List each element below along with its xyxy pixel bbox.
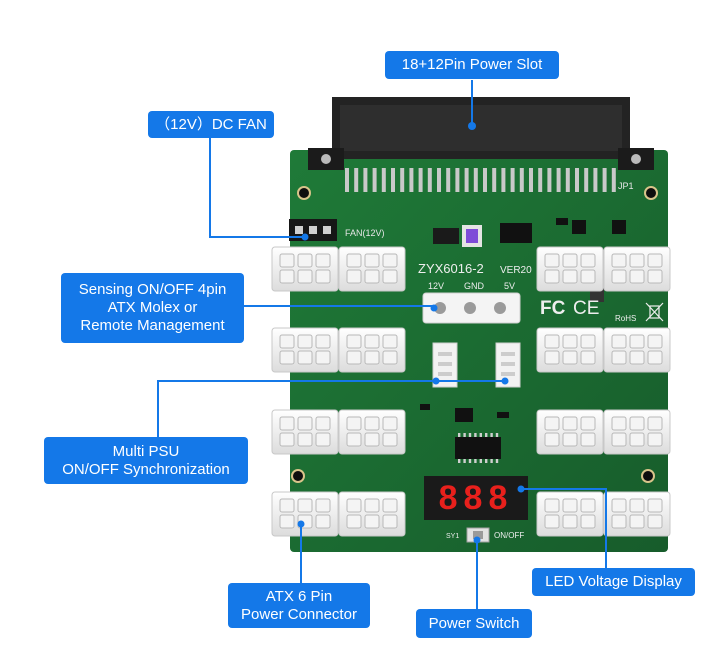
six-pin-connector (271, 246, 339, 292)
atx-6pin-callout-line-2: Power Connector (241, 605, 357, 623)
six-pin-connector (603, 246, 671, 292)
model-label: ZYX6016-2 (418, 261, 484, 276)
led-voltage-display: 888 (424, 476, 528, 520)
six-pin-connector (271, 327, 339, 373)
six-pin-connector (271, 491, 339, 537)
dc-fan-callout-text: （12V）DC FAN (155, 115, 267, 133)
six-pin-connector (536, 327, 604, 373)
sensing-callout-line-2: ATX Molex or (107, 299, 198, 316)
six-pin-connector (536, 246, 604, 292)
leader-dots (297, 122, 525, 544)
version-label: VER20 (500, 265, 532, 276)
six-pin-connector (536, 491, 604, 537)
six-pin-connector (338, 491, 406, 537)
switch-label: ON/OFF (494, 531, 524, 540)
six-pin-connector (338, 409, 406, 455)
mounting-holes (291, 186, 658, 483)
six-pin-connector (338, 327, 406, 373)
multi-psu-callout-line-1: Multi PSU (112, 442, 180, 460)
rohs-mark: RoHS (615, 314, 636, 323)
six-pin-connector (603, 327, 671, 373)
six-pin-connector (271, 409, 339, 455)
atx-6pin-callout: ATX 6 Pin Power Connector (228, 583, 370, 628)
atx-6pin-connectors (271, 246, 671, 537)
multi-psu-callout-line-2: ON/OFF Synchronization (62, 460, 230, 478)
six-pin-connector (603, 491, 671, 537)
power-switch-callout: Power Switch (416, 609, 532, 638)
display-digits: 888 (439, 479, 514, 517)
dc-fan-callout: （12V）DC FAN (148, 111, 274, 138)
molex-label-gnd: GND (464, 281, 485, 291)
six-pin-connector (603, 409, 671, 455)
six-pin-connector (338, 246, 406, 292)
molex-label-5v: 5V (504, 281, 515, 291)
power-slot-connector (308, 97, 654, 192)
multi-psu-callout: Multi PSU ON/OFF Synchronization (44, 437, 248, 484)
jp1-label: JP1 (618, 181, 634, 191)
sensing-callout-line-3: Remote Management (80, 317, 225, 334)
fan-header (289, 219, 337, 241)
power-slot-callout-text: 18+12Pin Power Slot (401, 56, 543, 73)
ce-mark: CE (573, 298, 599, 319)
power-slot-callout: 18+12Pin Power Slot (385, 51, 559, 79)
fan-label: FAN(12V) (345, 228, 385, 238)
sensing-callout-line-1: Sensing ON/OFF 4pin (78, 281, 227, 298)
fc-mark: FC (540, 298, 566, 319)
atx-6pin-callout-line-1: ATX 6 Pin (265, 587, 333, 605)
led-display-callout-text: LED Voltage Display (545, 573, 682, 590)
switch-ref: SY1 (446, 533, 459, 540)
molex-connector (422, 292, 521, 324)
six-pin-connector (536, 409, 604, 455)
power-switch-callout-text: Power Switch (428, 614, 520, 632)
sensing-callout: Sensing ON/OFF 4pin ATX Molex or Remote … (61, 273, 244, 343)
led-display-callout: LED Voltage Display (532, 568, 695, 596)
weee-bin-icon (645, 302, 664, 322)
molex-label-12v: 12V (428, 281, 444, 291)
